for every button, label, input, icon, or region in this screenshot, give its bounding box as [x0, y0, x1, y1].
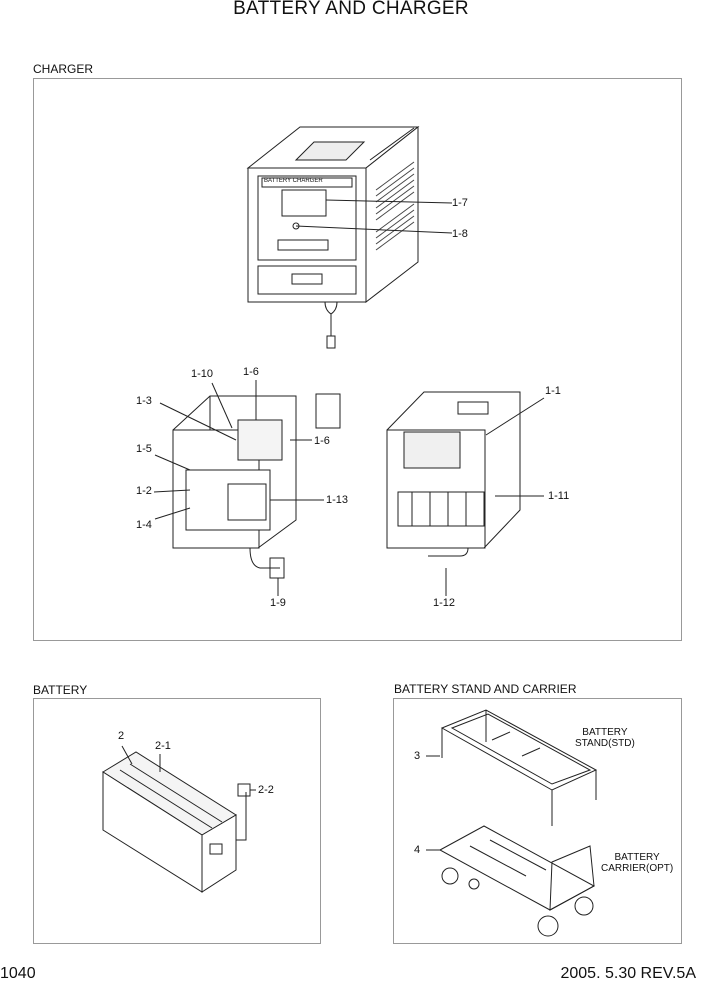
callout-1-1: 1-1 [545, 385, 561, 397]
stand-label-line1: BATTERY [582, 727, 628, 738]
callout-1-6-top: 1-6 [243, 366, 259, 378]
page-title: BATTERY AND CHARGER [233, 0, 469, 19]
stand-section-title: BATTERY STAND AND CARRIER [394, 682, 577, 696]
charger-frame [33, 78, 682, 641]
battery-frame [33, 698, 321, 944]
battery-unit [103, 746, 256, 892]
callout-1-13: 1-13 [326, 494, 349, 506]
callout-2-2: 2-2 [258, 784, 274, 796]
callout-1-12: 1-12 [433, 597, 456, 609]
page-number: 1040 [0, 965, 36, 982]
charger-cabinet [248, 127, 452, 348]
callout-1-5: 1-5 [136, 443, 152, 455]
callout-1-3: 1-3 [136, 395, 152, 407]
stand-label-line2: STAND(STD) [575, 738, 635, 749]
carrier-label-line2: CARRIER(OPT) [601, 863, 674, 874]
callout-2: 2 [118, 730, 125, 742]
callout-1-8: 1-8 [452, 228, 468, 240]
stand-label: BATTERY STAND(STD) [575, 727, 635, 749]
battery-carrier [426, 826, 594, 936]
battery-stand [426, 710, 596, 826]
revision-date: 2005. 5.30 REV.5A [560, 965, 696, 982]
callout-2-1: 2-1 [155, 740, 171, 752]
callout-1-9: 1-9 [270, 597, 286, 609]
stand-frame [393, 698, 682, 944]
charger-panel-label: BATTERY CHARGER [264, 178, 323, 184]
charger-internal-right [387, 392, 544, 596]
battery-section-title: BATTERY [33, 683, 88, 697]
callout-1-7: 1-7 [452, 197, 468, 209]
callout-1-2: 1-2 [136, 485, 152, 497]
callout-1-4: 1-4 [136, 519, 152, 531]
callout-1-11: 1-11 [548, 490, 570, 502]
carrier-label: BATTERY CARRIER(OPT) [601, 852, 673, 874]
callout-3: 3 [414, 750, 421, 762]
carrier-label-line1: BATTERY [614, 852, 660, 863]
callout-1-10: 1-10 [191, 368, 214, 380]
callout-4: 4 [414, 844, 421, 856]
charger-internal-left [154, 380, 340, 596]
callout-1-6-right: 1-6 [314, 435, 330, 447]
charger-section-title: CHARGER [33, 62, 94, 76]
